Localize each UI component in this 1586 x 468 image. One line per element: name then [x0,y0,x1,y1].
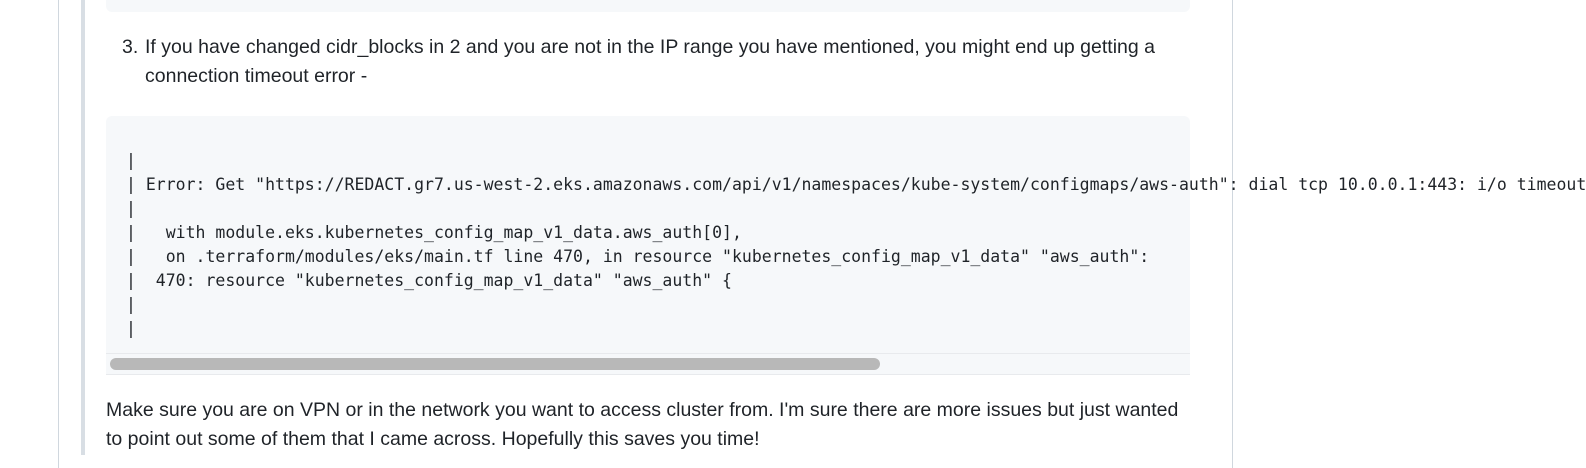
closing-paragraph: Make sure you are on VPN or in the netwo… [106,399,1179,450]
scrollbar-thumb[interactable] [110,358,880,370]
code-line: | 470: resource "kubernetes_config_map_v… [126,271,732,290]
code-line: | with module.eks.kubernetes_config_map_… [126,223,742,242]
list-item-number: 3. [122,36,139,58]
code-block[interactable]: | | Error: Get "https://REDACT.gr7.us-wes… [106,116,1586,375]
code-content[interactable]: | | Error: Get "https://REDACT.gr7.us-wes… [126,149,1586,338]
comment-card-right-border [1232,0,1233,468]
code-line: | on .terraform/modules/eks/main.tf line… [126,247,1150,266]
code-line: | [126,199,136,218]
list-item-text: If you have changed cidr_blocks in 2 and… [145,36,1155,87]
blockquote-bar [81,0,85,455]
horizontal-scrollbar[interactable] [106,353,1190,375]
code-line: | [126,319,136,338]
comment-card-left-border [58,0,59,468]
code-line: | [126,295,136,314]
code-line: | Error: Get "https://REDACT.gr7.us-west… [126,175,1586,194]
previous-code-block [106,0,1190,12]
code-line: | [126,151,136,170]
